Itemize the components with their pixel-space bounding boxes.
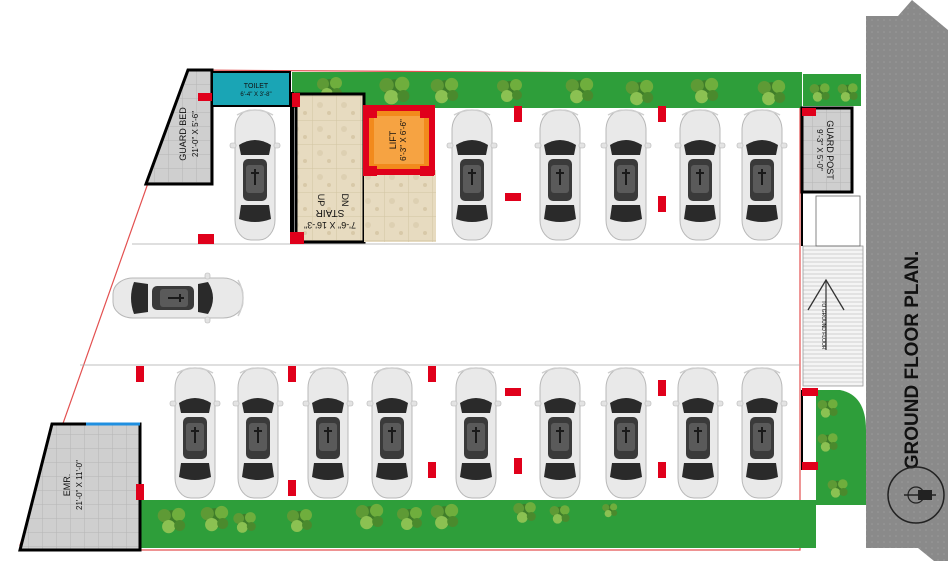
stair-size: 7'-6" X 16'-3" xyxy=(304,220,356,230)
guard-bed xyxy=(143,68,214,186)
ramp-label: TO GROUND FLOOR xyxy=(820,300,826,349)
column xyxy=(658,106,666,122)
page-title: GROUND FLOOR PLAN. xyxy=(902,251,923,470)
emr-name: EMR. xyxy=(62,474,72,497)
car-icon xyxy=(674,109,726,241)
car-icon xyxy=(169,367,221,499)
car-icon xyxy=(112,272,244,324)
column xyxy=(363,106,377,118)
car-icon xyxy=(446,109,498,241)
column xyxy=(802,108,816,116)
north-arrow-icon xyxy=(887,466,945,524)
column xyxy=(428,462,436,478)
lift-name: LIFT xyxy=(388,130,398,149)
top-lawn xyxy=(292,72,802,108)
column xyxy=(658,380,666,396)
column xyxy=(363,166,377,176)
right-lawn-bottom xyxy=(816,390,866,505)
column xyxy=(428,366,436,382)
guard-bed-name: GUARD BED xyxy=(178,107,188,161)
column xyxy=(505,193,521,201)
lift-size: 6'-3" X 6'-6" xyxy=(399,119,408,161)
guard-bed-size: 21'-0" X 5'-6" xyxy=(191,111,200,157)
toilet xyxy=(211,71,291,107)
column xyxy=(802,388,818,396)
column xyxy=(136,366,144,382)
stair-landing xyxy=(364,170,436,242)
column xyxy=(198,93,212,101)
car-icon xyxy=(736,109,788,241)
column xyxy=(802,462,818,470)
guard-post xyxy=(800,106,854,194)
emr-size: 21'-0" X 11'-0" xyxy=(75,460,84,510)
car-icon xyxy=(302,367,354,499)
column xyxy=(288,480,296,496)
column xyxy=(505,388,521,396)
stair-up: UP xyxy=(316,194,326,207)
car-icon xyxy=(534,367,586,499)
stair xyxy=(294,92,366,244)
column xyxy=(658,462,666,478)
column xyxy=(198,234,214,244)
car-icon xyxy=(600,109,652,241)
car-icon xyxy=(672,367,724,499)
column xyxy=(136,484,144,500)
column xyxy=(292,93,300,107)
road xyxy=(866,0,948,561)
car-icon xyxy=(366,367,418,499)
guard-post-size: 9'-3" X 5'-0" xyxy=(815,129,824,171)
stair-name: STAIR xyxy=(316,207,345,218)
column xyxy=(514,458,522,474)
toilet-size: 6'-4" X 3'-8" xyxy=(240,92,271,98)
toilet-name: TOILET xyxy=(244,83,269,90)
car-icon xyxy=(229,109,281,241)
columns xyxy=(136,93,818,500)
column xyxy=(420,166,434,176)
car-icon xyxy=(450,367,502,499)
car-icon xyxy=(736,367,788,499)
ramp xyxy=(802,245,864,387)
stair-down: DN xyxy=(340,194,350,207)
guard-post-name: GUARD POST xyxy=(825,120,835,180)
car-icon xyxy=(232,367,284,499)
car-icon xyxy=(600,367,652,499)
column xyxy=(290,232,304,244)
column xyxy=(420,106,434,118)
guard-post-steps xyxy=(815,195,861,247)
car-icon xyxy=(534,109,586,241)
column xyxy=(658,196,666,212)
column xyxy=(288,366,296,382)
column xyxy=(514,106,522,122)
